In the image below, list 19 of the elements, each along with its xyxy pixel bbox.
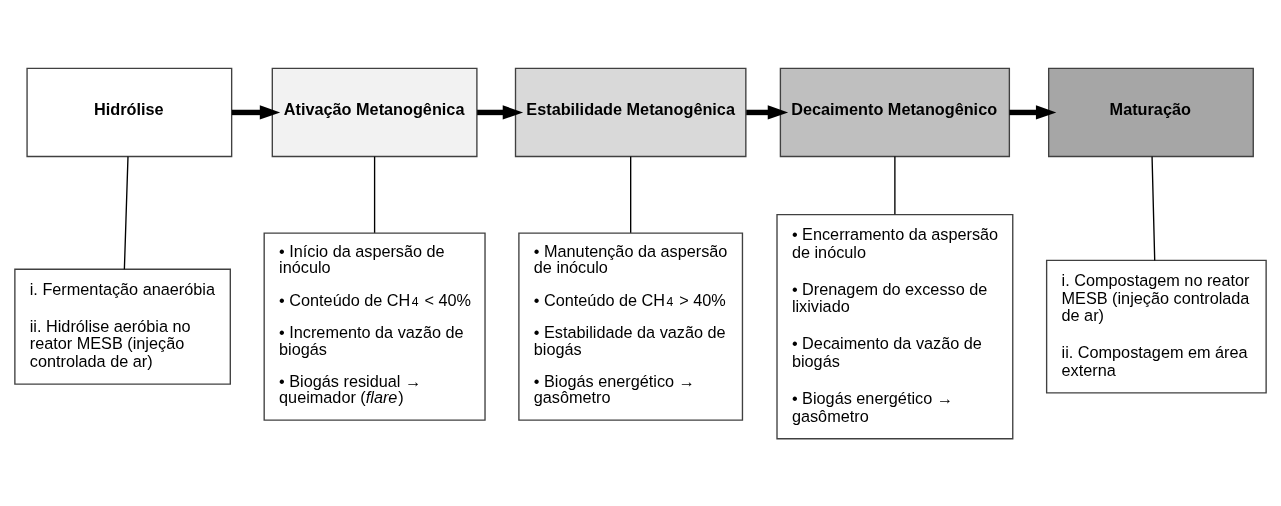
node-box: Ativação Metanogênica [271, 67, 478, 157]
arrow [1009, 104, 1057, 120]
connector [373, 155, 376, 233]
node-box: • Início da aspersão de inóculo • Conteúdo de CH4 < 40% • Incremento da vazão de biogás • Biogás residual → queimador (flare) [263, 232, 486, 421]
connector [123, 155, 129, 270]
node-box: Maturação [1048, 67, 1254, 157]
connector [894, 155, 896, 215]
node-box: Decaimento Metanogênico [779, 67, 1011, 157]
node-box: • Manutenção da aspersão de inóculo • Conteúdo de CH4 > 40% • Estabilidade da vazão de biogás • Biogás energético → gasômetro [518, 232, 744, 421]
arrow [746, 104, 789, 120]
arrow [477, 104, 524, 120]
node-box: i. Compostagem no reator MESB (injeção controlada de ar) ii. Compostagem em área externa [1045, 259, 1267, 394]
connector [1151, 155, 1156, 261]
connector [630, 155, 632, 233]
node-box: Hidrólise [26, 67, 233, 157]
node-box: • Encerramento da aspersão de inóculo • Drenagem do excesso de lixiviado • Decaimento da vazão de biogás • Biogás energético → gasômetro [776, 213, 1014, 439]
arrow [231, 104, 281, 120]
node-box: Estabilidade Metanogênica [514, 67, 747, 157]
node-box: i. Fermentação anaeróbia ii. Hidrólise aeróbia no reator MESB (injeção controlada de ar) [14, 268, 231, 385]
